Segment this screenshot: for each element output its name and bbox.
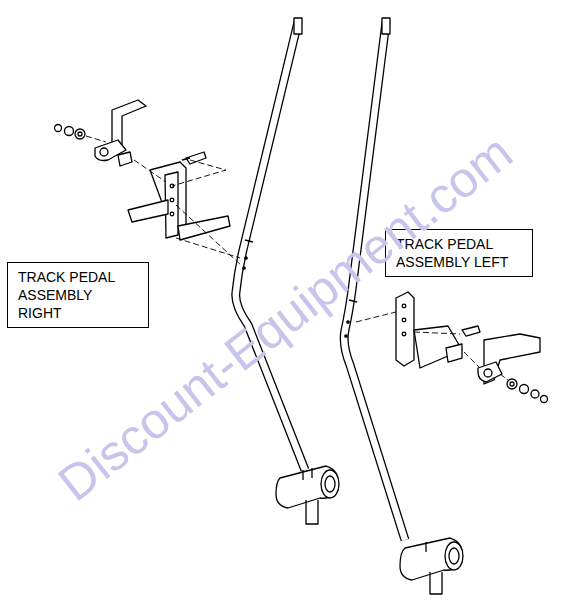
callout-box: TRACK PEDAL ASSEMBLY LEFT — [385, 229, 533, 277]
assembly-label: TRACK PEDAL ASSEMBLY RIGHT — [18, 268, 138, 322]
pedal-assembly-right — [55, 100, 231, 240]
assembly-label: TRACK PEDAL ASSEMBLY LEFT — [396, 235, 522, 271]
pedal-assembly-left — [396, 292, 548, 403]
control-rod-right — [236, 18, 339, 524]
control-rod-left — [344, 18, 463, 594]
callout-box: TRACK PEDAL ASSEMBLY RIGHT — [7, 262, 149, 328]
